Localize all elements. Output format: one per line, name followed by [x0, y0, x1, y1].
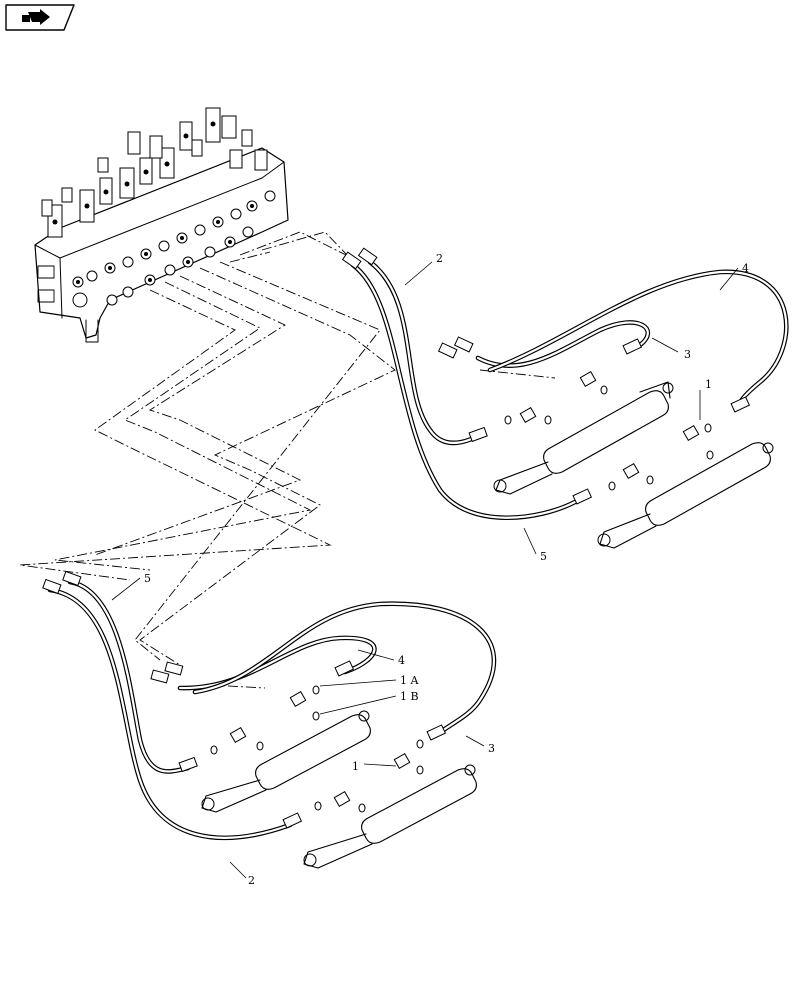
- next-page-arrow-icon: [22, 9, 50, 25]
- control-valve-block: [34, 107, 289, 343]
- lower-hose-assembly: [42, 570, 497, 869]
- upper-hose-assembly: [341, 247, 789, 549]
- callout-4-upper: 4: [742, 262, 749, 275]
- callout-1-upper: 1: [705, 378, 712, 391]
- hydraulic-cylinder-upper-b: [597, 442, 774, 549]
- callout-5-upper: 5: [540, 550, 547, 563]
- callout-1a: 1 A: [400, 674, 419, 687]
- hydraulic-cylinder-lower-b: [303, 764, 477, 869]
- callout-2-lower: 2: [248, 874, 255, 887]
- callout-leaders: [111, 261, 739, 879]
- callout-1-lower: 1: [352, 760, 359, 773]
- callout-3-lower: 3: [488, 742, 495, 755]
- hose-routing-lines: [19, 231, 556, 689]
- hydraulic-cylinder-lower-a: [201, 710, 371, 813]
- callout-labels: 2 4 3 1 5 5 4 1 A 1 B 3 1 2: [144, 252, 749, 887]
- callout-2-upper: 2: [436, 252, 443, 265]
- callout-5-lower: 5: [144, 572, 151, 585]
- callout-3-upper: 3: [684, 348, 691, 361]
- next-page-button[interactable]: [5, 4, 75, 31]
- callout-1b: 1 B: [400, 690, 419, 703]
- hydraulic-cylinder-upper-a: [493, 381, 674, 495]
- callout-4-lower: 4: [398, 654, 405, 667]
